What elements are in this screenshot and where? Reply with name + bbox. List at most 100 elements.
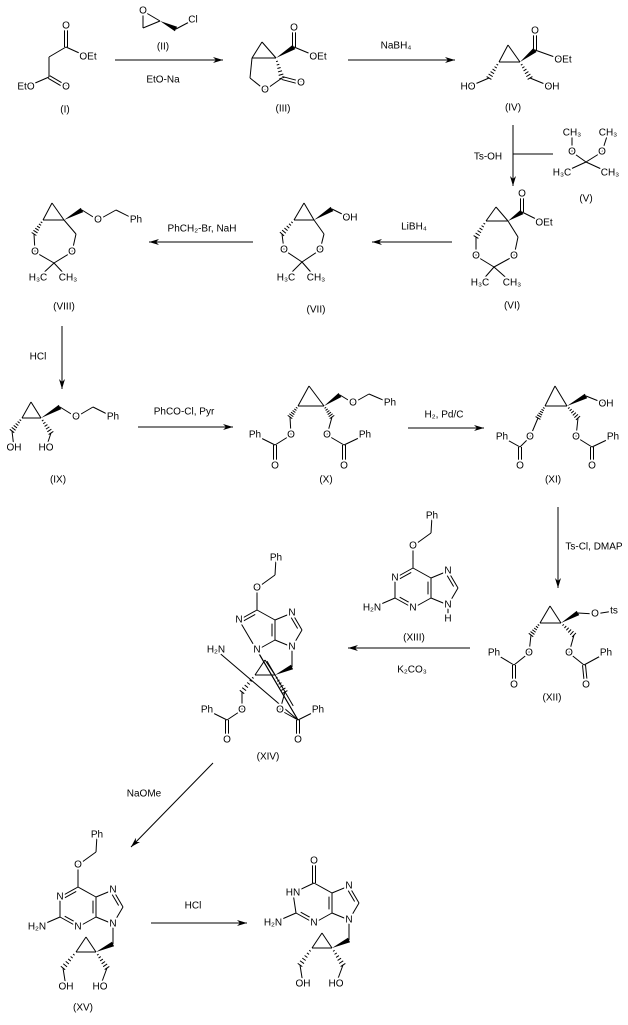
hash-bond [19,419,22,422]
bond [475,255,495,268]
bond [297,709,319,721]
bond [430,597,449,606]
bond [77,886,97,898]
bond [226,709,243,721]
bond [467,77,490,88]
atom-label: HN [286,888,300,899]
bond [272,912,297,924]
hash-bond [332,949,335,952]
bond [585,151,603,163]
atom-label: OEt [309,52,326,63]
atom-label: O [323,430,331,441]
bond [274,639,293,648]
bond [301,261,317,279]
bond [577,612,596,615]
bond [308,385,325,407]
hash-bond [15,423,19,426]
atom-label: O [510,251,518,262]
bond [256,639,276,651]
bond [534,49,564,61]
bond [321,932,333,949]
bond [594,610,615,615]
atom-label: O [525,648,533,659]
bond [561,161,587,174]
hash-bond [293,408,297,411]
atom-label: O [588,461,596,472]
atom-label: CH₃ [503,278,522,289]
bond [335,964,344,985]
hash-bond [98,956,102,959]
atom-label: Ph [359,430,371,441]
atom-label: OH [59,982,74,993]
hash-bond [494,66,498,69]
bond [249,77,266,91]
compound-label: (XII) [543,693,562,704]
bond [331,885,350,894]
bond [485,206,497,222]
bond [585,161,611,174]
reagent-step11: NaOMe [127,789,162,800]
atom-label: H₃C [29,273,48,284]
bond [368,393,391,404]
bond [274,557,277,576]
atom-label: O [409,541,417,552]
hash-bond [475,232,480,237]
bond [339,394,354,404]
atom-label: HO [39,443,54,454]
reagent-labels: EtO-Na NaBH₄ Ts-OH LiBH₄ PhCH₂-Br, NaH H… [30,41,623,912]
bond [529,77,553,88]
atom-label: N [444,600,451,611]
bond [77,916,97,928]
hash-bond [521,66,525,69]
compound-label: (XI) [545,475,561,486]
bond [59,886,79,898]
hash-bond [65,960,70,965]
bond [412,532,432,547]
wedge-bond [324,392,342,406]
bond [37,262,55,279]
atom-label: O [582,680,590,691]
atom-label: O [510,680,518,691]
hash-bond [251,676,254,679]
bond [571,151,587,163]
bond [279,709,299,721]
atom-label: H₂N [28,922,46,933]
atom-label: H₃C [471,278,490,289]
atom-label: Cl [188,15,197,26]
atom-label: OH [7,443,22,454]
hash-bond [562,623,565,627]
atom-label: Ph [600,648,612,659]
hash-bond [241,687,247,692]
atom-label: CH₃ [599,128,618,139]
bond [99,967,108,988]
bond [348,902,360,921]
bond [64,890,77,899]
bond [34,251,55,264]
bond [112,889,124,908]
bond [63,219,77,235]
hash-bond [42,421,46,425]
bond [591,436,614,448]
bond [549,605,562,624]
bond [513,236,519,257]
bond [493,652,515,666]
atom-label: N [235,615,242,626]
bond [62,967,67,988]
hash-bond [299,960,305,964]
hash-bond [286,225,290,229]
atom-label: O [238,705,246,716]
atom-label: H₂N [207,645,225,656]
hash-bond [280,687,286,691]
atom-label: Ph [91,830,103,841]
atom-label: N [109,885,116,896]
hash-bond [289,413,294,418]
atom-label: HO [461,82,476,93]
atom-label: N [444,566,451,577]
hash-bond [44,424,48,427]
atom-label: O [253,583,261,594]
bond [21,401,32,419]
